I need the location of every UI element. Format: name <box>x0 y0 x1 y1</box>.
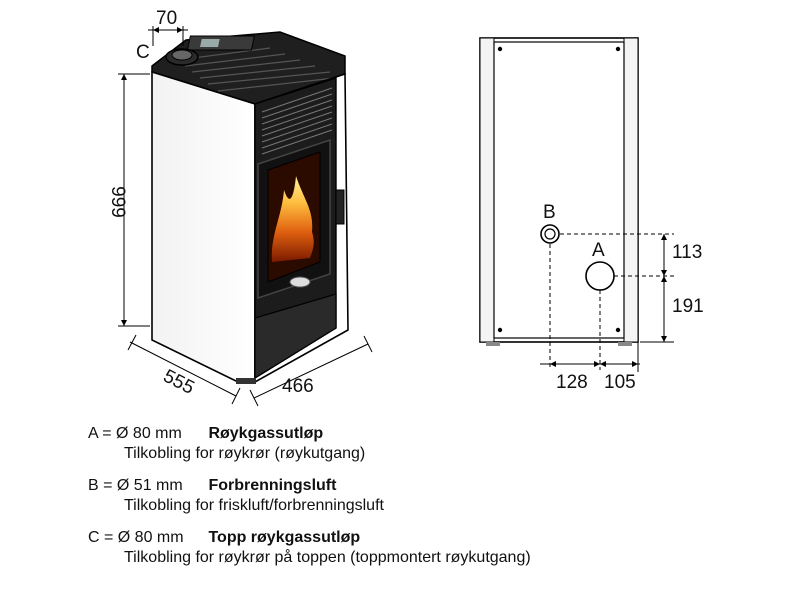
legend-code: A = Ø 80 mm <box>88 425 182 442</box>
legend-name: Forbrenningsluft <box>208 477 337 494</box>
front-grille <box>261 87 333 155</box>
legend-entry-c: C = Ø 80 mm Topp røykgassutløp Tilkoblin… <box>88 528 728 568</box>
legend-entry-b: B = Ø 51 mm Forbrenningsluft Tilkobling … <box>88 476 728 516</box>
legend-code: C = Ø 80 mm <box>88 529 184 546</box>
screw-icon <box>615 46 621 52</box>
top-grille <box>177 47 336 92</box>
legend-name: Topp røykgassutløp <box>208 529 361 546</box>
legend-desc: Tilkobling for friskluft/forbrenningsluf… <box>124 497 384 514</box>
air-inlet-b <box>540 224 560 244</box>
stove-perspective-view <box>151 31 349 384</box>
legend-entry-a: A = Ø 80 mm Røykgassutløp Tilkobling for… <box>88 424 728 464</box>
dim-top-offset: 70 <box>156 8 177 29</box>
dimension-lines-rear <box>540 233 674 372</box>
flame <box>271 176 314 262</box>
dim-a-offset: 105 <box>604 372 636 393</box>
dim-width: 466 <box>282 376 314 397</box>
label-a: A <box>592 240 605 261</box>
label-c: C <box>136 42 150 63</box>
rear-panel <box>493 41 625 339</box>
legend-code: B = Ø 51 mm <box>88 477 183 494</box>
dim-a-height: 191 <box>672 296 704 317</box>
rear-right-strip <box>623 37 639 343</box>
legend: A = Ø 80 mm Røykgassutløp Tilkobling for… <box>88 424 728 580</box>
screw-icon <box>497 327 503 333</box>
stove-rear-view <box>479 37 639 346</box>
rear-left-strip <box>479 37 495 343</box>
dimension-lines-perspective <box>118 26 373 407</box>
brand-badge <box>289 276 311 288</box>
dim-b-offset: 128 <box>556 372 588 393</box>
lower-drawer <box>254 293 337 380</box>
rear-foot <box>618 342 632 346</box>
dimension-arrows-perspective <box>121 27 183 326</box>
stove-side-panel <box>151 70 256 383</box>
screw-icon <box>615 327 621 333</box>
door-handle <box>335 189 345 225</box>
legend-name: Røykgassutløp <box>208 425 324 442</box>
label-b: B <box>543 202 556 223</box>
dimension-arrows-rear <box>550 234 667 367</box>
dim-depth: 555 <box>160 366 198 399</box>
control-panel <box>186 35 255 51</box>
legend-desc: Tilkobling for røykrør på toppen (toppmo… <box>124 549 531 566</box>
top-outlet-c <box>165 48 199 66</box>
smoke-outlet-a <box>585 261 615 291</box>
stove-foot <box>236 378 256 384</box>
rear-foot <box>486 342 500 346</box>
display <box>200 39 220 47</box>
screw-icon <box>497 46 503 52</box>
legend-desc: Tilkobling for røykrør (røykutgang) <box>124 445 366 462</box>
dim-b-height: 113 <box>672 242 702 263</box>
dim-height: 999 <box>107 186 128 218</box>
